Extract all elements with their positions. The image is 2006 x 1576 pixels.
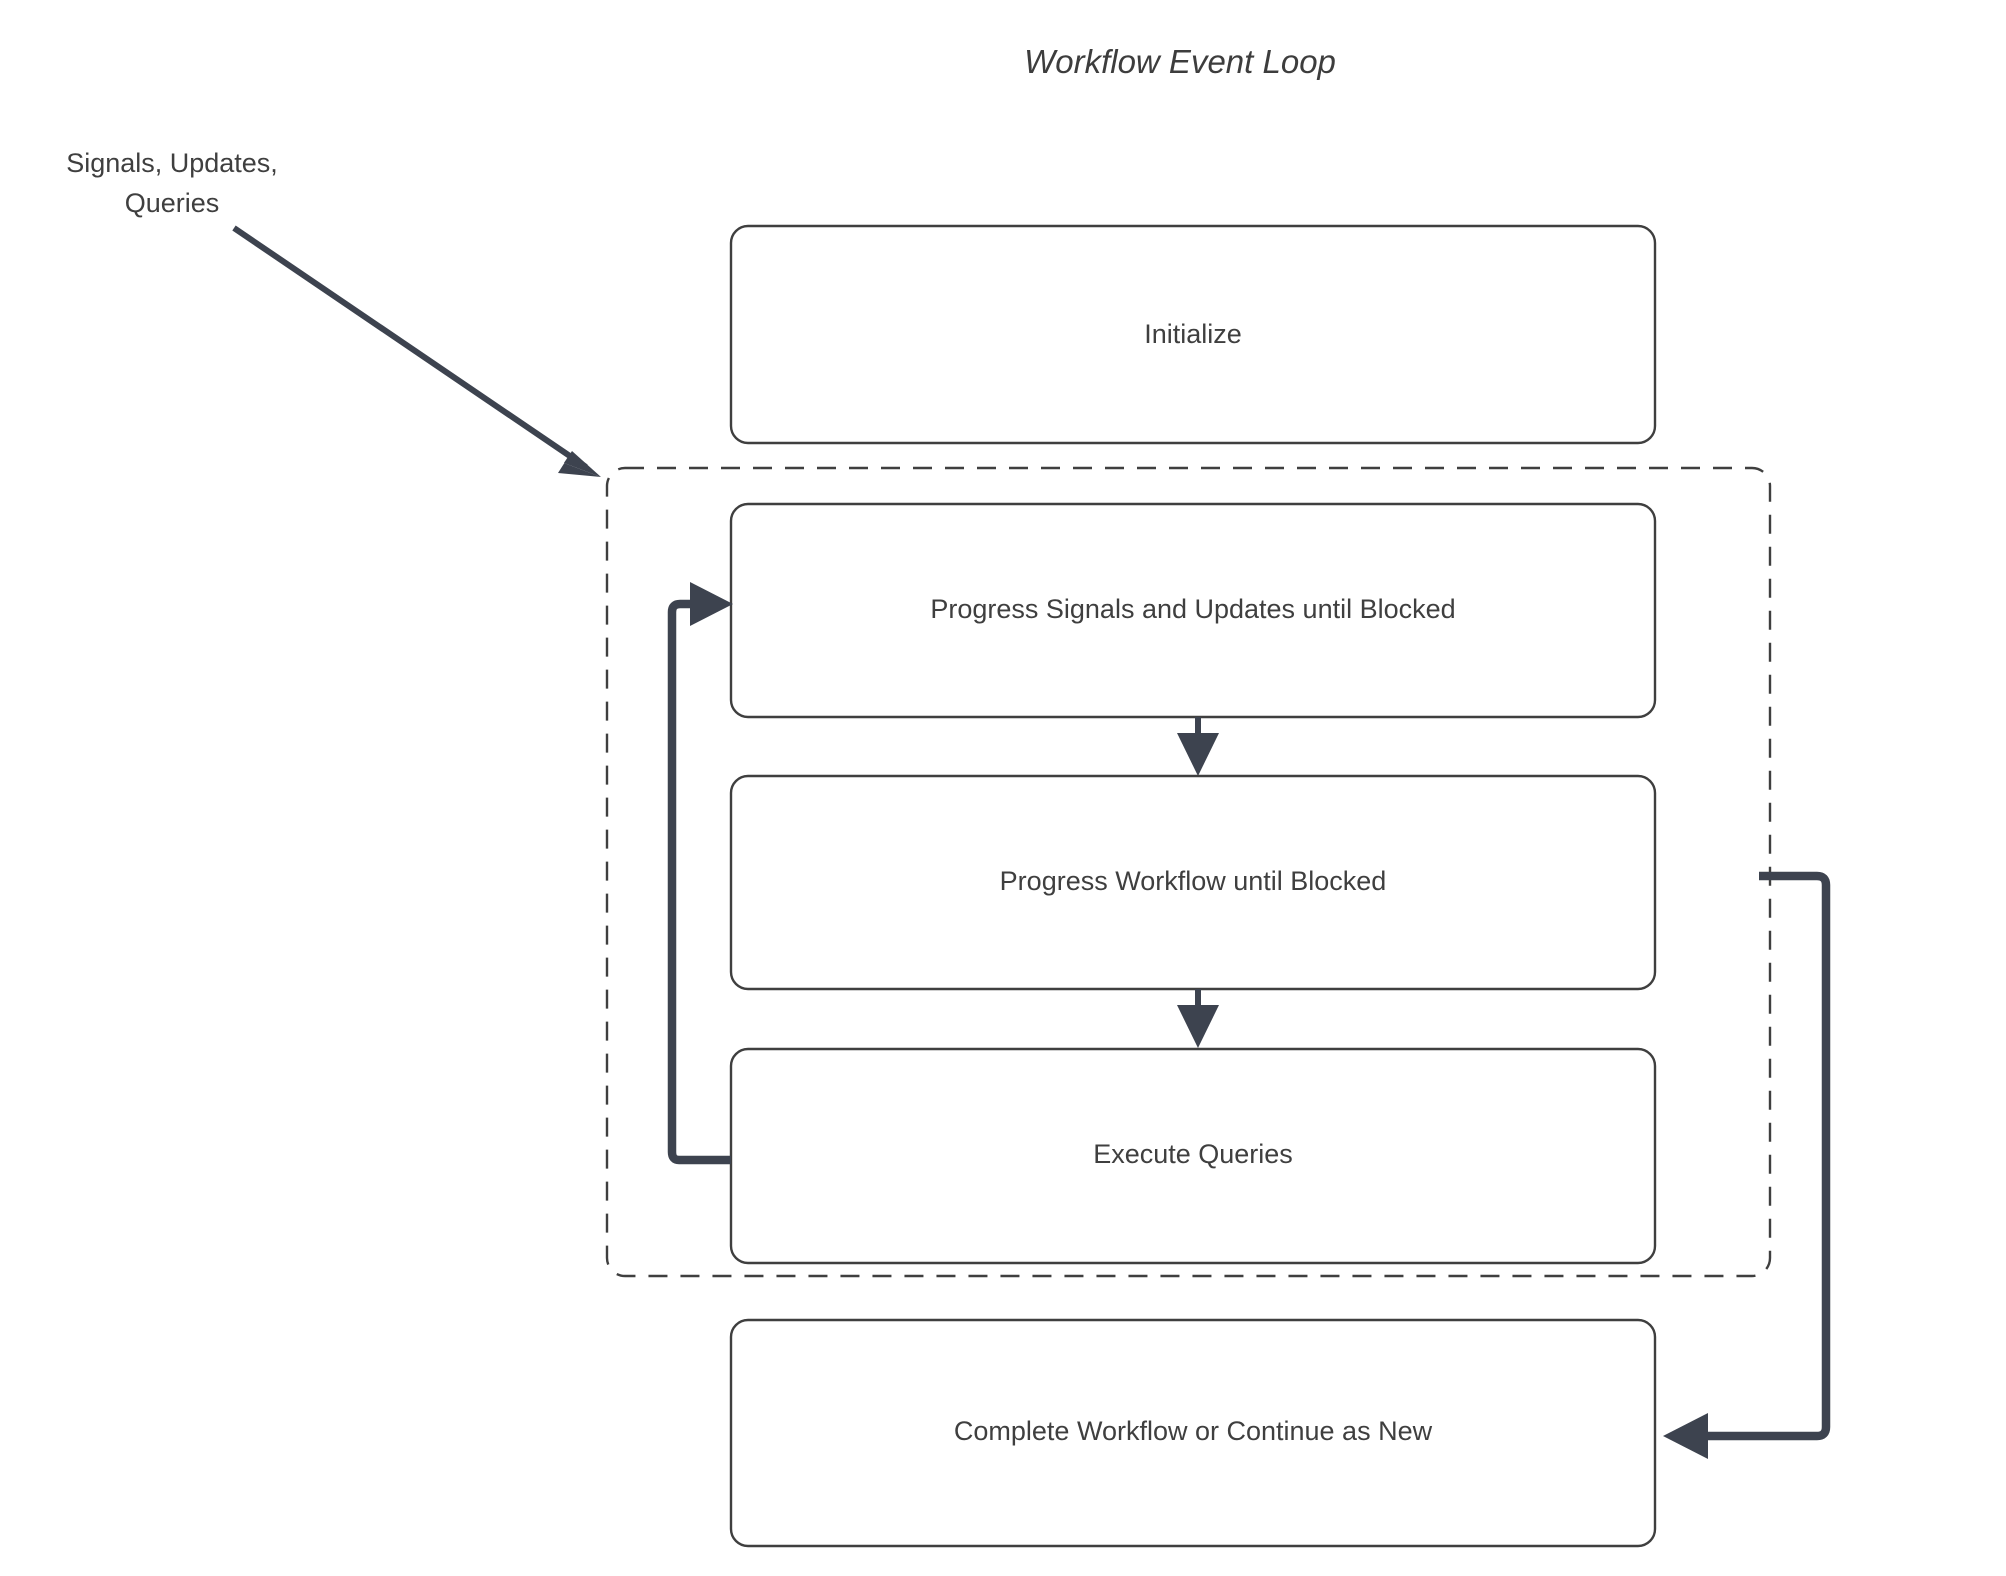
node-initialize-label: Initialize	[1144, 319, 1242, 349]
node-progress-signals-label: Progress Signals and Updates until Block…	[930, 594, 1455, 624]
node-progress-workflow: Progress Workflow until Blocked	[729, 774, 1657, 991]
edge-event-loop-to-complete-workflow	[1663, 871, 1831, 1459]
edge-external-input-to-event-loop	[232, 225, 601, 477]
external-input-label-line1: Signals, Updates,	[66, 148, 278, 178]
edge-progress-signals-to-progress-workflow	[1177, 717, 1219, 776]
edge-progress-workflow-to-execute-queries	[1177, 989, 1219, 1048]
node-execute-queries: Execute Queries	[729, 1047, 1657, 1265]
node-complete-workflow: Complete Workflow or Continue as New	[729, 1318, 1657, 1548]
diagram-title: Workflow Event Loop	[1024, 43, 1336, 80]
node-complete-workflow-label: Complete Workflow or Continue as New	[954, 1416, 1433, 1446]
node-progress-signals-box	[729, 502, 1657, 719]
edge-execute-queries-to-progress-signals-loop	[667, 582, 733, 1165]
node-progress-signals: Progress Signals and Updates until Block…	[729, 502, 1657, 719]
external-input-label-line2: Queries	[125, 188, 220, 218]
node-complete-workflow-box	[729, 1318, 1657, 1548]
node-initialize: Initialize	[729, 224, 1657, 445]
node-initialize-box	[729, 224, 1657, 445]
node-progress-workflow-label: Progress Workflow until Blocked	[1000, 866, 1387, 896]
node-execute-queries-label: Execute Queries	[1093, 1139, 1293, 1169]
node-progress-workflow-box	[729, 774, 1657, 991]
